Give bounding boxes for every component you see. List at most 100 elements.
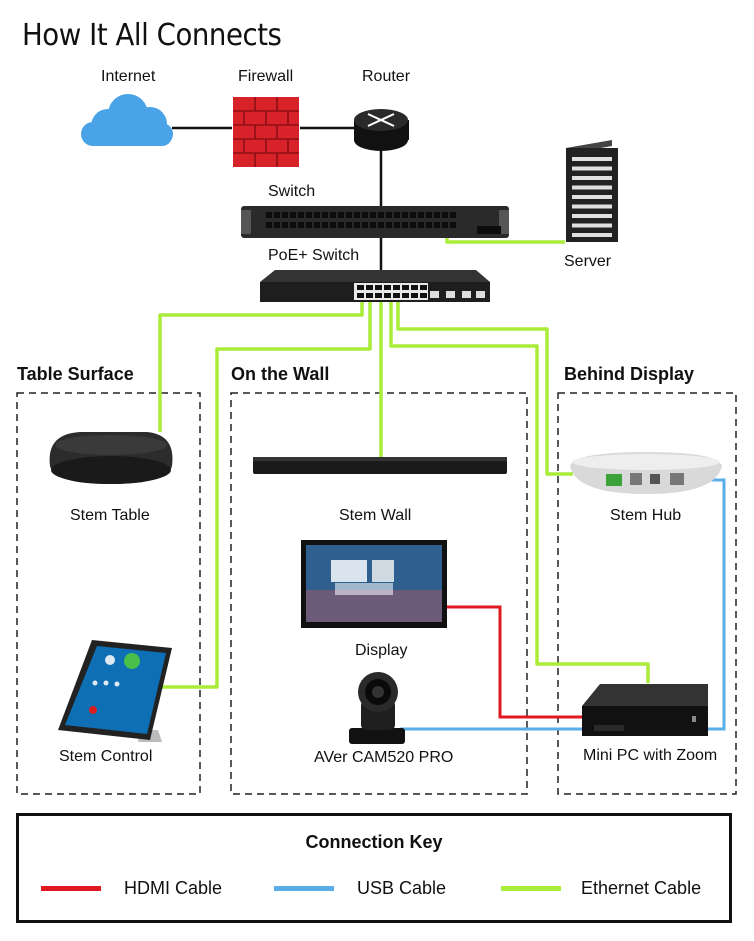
behind-display-box [557,392,737,795]
ethernet-key-label: Ethernet Cable [581,878,702,898]
switch-port [314,222,320,228]
switch-port [410,222,416,228]
switch-port [298,222,304,228]
switch-port [426,222,432,228]
switch-port [410,212,416,218]
stem-wall-device [253,457,507,474]
switch-port [290,222,296,228]
mini-pc-label: Mini PC with Zoom [583,747,718,764]
switch-port [386,222,392,228]
section-title-behind-display: Behind Display [564,364,695,384]
switch-port [370,212,376,218]
usb-key-label: USB Cable [357,878,447,898]
aver-camera-label: AVer CAM520 PRO [314,749,454,766]
connection-key: Connection Key HDMI Cable USB Cable Ethe… [16,813,732,923]
switch-port [362,222,368,228]
poe-port [375,293,382,298]
poe-port [366,293,373,298]
poe-switch-icon [260,270,490,302]
server-drive-slot [572,204,612,209]
switch-port [338,212,344,218]
switch-port [394,222,400,228]
switch-port [282,222,288,228]
switch-port [338,222,344,228]
switch-port [386,212,392,218]
server-drive-slot [572,195,612,199]
page-title: How It All Connects [22,18,282,53]
stem-table-label: Stem Table [70,507,150,524]
server-drive-slot [572,214,612,218]
stem-wall-label: Stem Wall [339,507,412,524]
poe-port [357,285,364,290]
switch-port [282,212,288,218]
poe-port [402,293,409,298]
hdmi-swatch [41,886,101,891]
poe-port [357,293,364,298]
switch-port [346,222,352,228]
switch-port [394,212,400,218]
server-drive-slot [572,233,612,237]
switch-port [322,222,328,228]
router-label: Router [362,68,411,85]
switch-port [378,222,384,228]
display-device [301,540,447,628]
switch-port [418,212,424,218]
stem-hub-label: Stem Hub [610,507,682,524]
hdmi-key-label: HDMI Cable [124,878,223,898]
poe-port [411,293,418,298]
switch-port [418,222,424,228]
switch-port [306,212,312,218]
firewall-label: Firewall [238,68,294,85]
switch-port [442,212,448,218]
ethernet-swatch [501,886,561,891]
switch-port [354,222,360,228]
section-title-on-the-wall: On the Wall [231,364,330,384]
cloud-icon [81,94,173,146]
ethernet-poe-stem-control [160,298,372,689]
switch-port [274,212,280,218]
poe-port [393,293,400,298]
table-surface-box [16,392,201,795]
ethernet-poe-mini-pc [389,298,650,683]
switch-port [266,222,272,228]
switch-port [370,222,376,228]
switch-port [314,212,320,218]
switch-port [298,212,304,218]
switch-port [330,212,336,218]
switch-port [274,222,280,228]
poe-port [393,285,400,290]
poe-port [384,285,391,290]
display-label: Display [355,642,408,659]
hdmi-display-mini-pc [446,605,582,719]
switch-port [442,222,448,228]
poe-port [420,285,427,290]
switch-port [346,212,352,218]
switch-port [434,212,440,218]
switch-port [322,212,328,218]
poe-port [384,293,391,298]
switch-port [378,212,384,218]
server-drive-slot [572,176,612,180]
poe-port [411,285,418,290]
switch-icon [241,206,509,238]
mini-pc-device [582,684,708,736]
router-icon [354,109,409,151]
stem-control-label: Stem Control [59,748,153,765]
server-label: Server [564,253,612,270]
internet-label: Internet [101,68,156,85]
switch-port [434,222,440,228]
stem-table-device [49,432,173,484]
poe-port [375,285,382,290]
aver-camera-device [349,672,405,744]
poe-switch-label: PoE+ Switch [268,247,360,264]
switch-port [450,222,456,228]
stem-control-device [58,640,172,742]
switch-port [402,222,408,228]
server-drive-slot [572,157,612,161]
server-drive-slot [572,223,612,228]
switch-port [402,212,408,218]
poe-port [420,293,427,298]
switch-port [362,212,368,218]
switch-label: Switch [268,183,316,200]
